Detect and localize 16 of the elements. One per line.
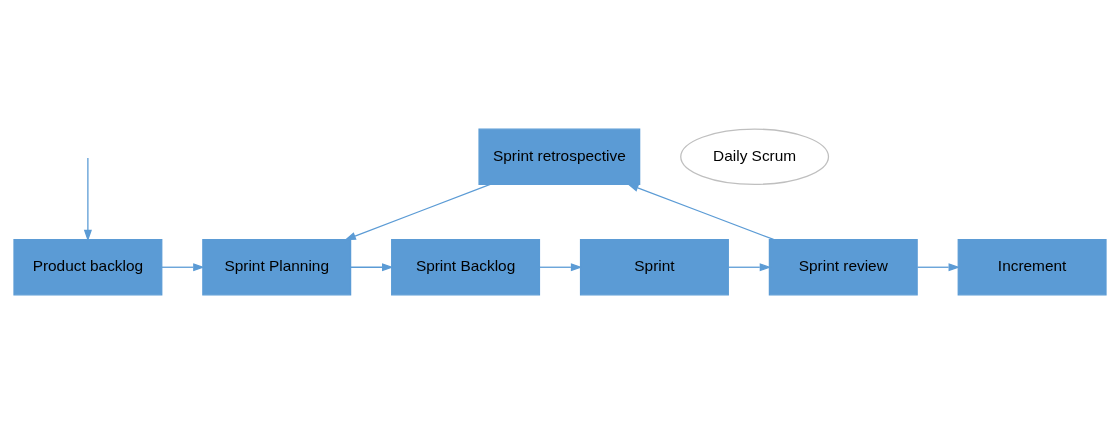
- node-box: Sprint Planning: [202, 238, 352, 295]
- arrow: [161, 262, 205, 271]
- arrow: [727, 262, 772, 271]
- arrow: [350, 262, 394, 271]
- node-box: Sprint retrospective: [478, 128, 641, 185]
- node-box: Sprint: [579, 238, 729, 295]
- arrow: [916, 262, 961, 271]
- arrow: [539, 262, 583, 271]
- arrow: [344, 183, 491, 240]
- node-box: Sprint Backlog: [391, 238, 541, 295]
- node-box: Product backlog: [13, 238, 163, 295]
- node-ellipse: Daily Scrum: [680, 128, 830, 185]
- arrow: [83, 157, 92, 241]
- node-box: Increment: [957, 238, 1107, 295]
- arrow: [627, 183, 775, 240]
- node-box: Sprint review: [768, 238, 918, 295]
